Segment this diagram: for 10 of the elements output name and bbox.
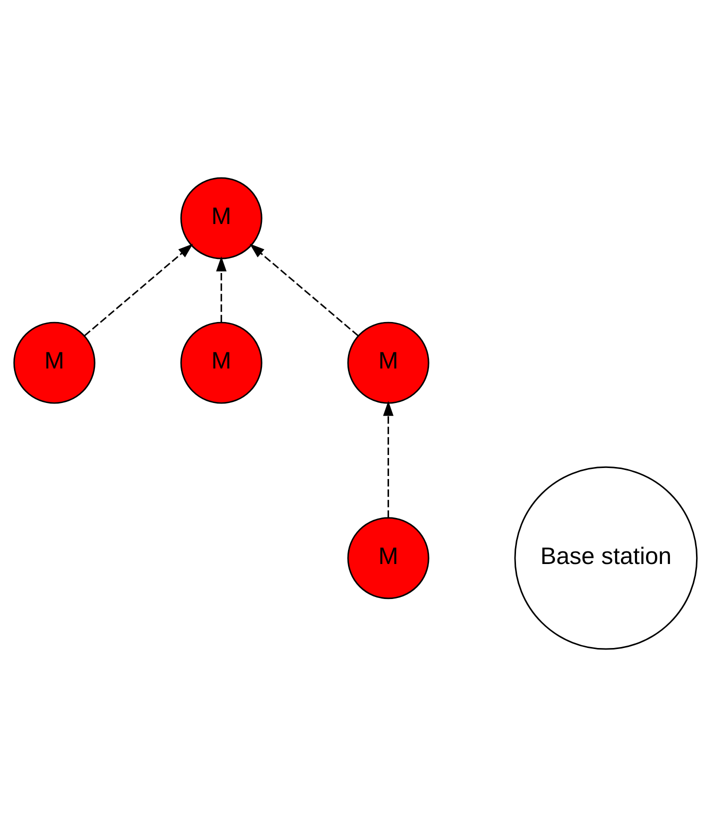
node-circle: M [347, 321, 430, 404]
arrow [84, 243, 194, 336]
node-circle: M [347, 516, 430, 599]
arrow [383, 400, 394, 518]
node-circle: M [180, 321, 262, 404]
arrow [216, 256, 227, 322]
node-circle: M [180, 176, 262, 259]
node-circle: M [13, 321, 96, 404]
node-circle: Base station [514, 466, 698, 650]
arrow [250, 243, 359, 336]
